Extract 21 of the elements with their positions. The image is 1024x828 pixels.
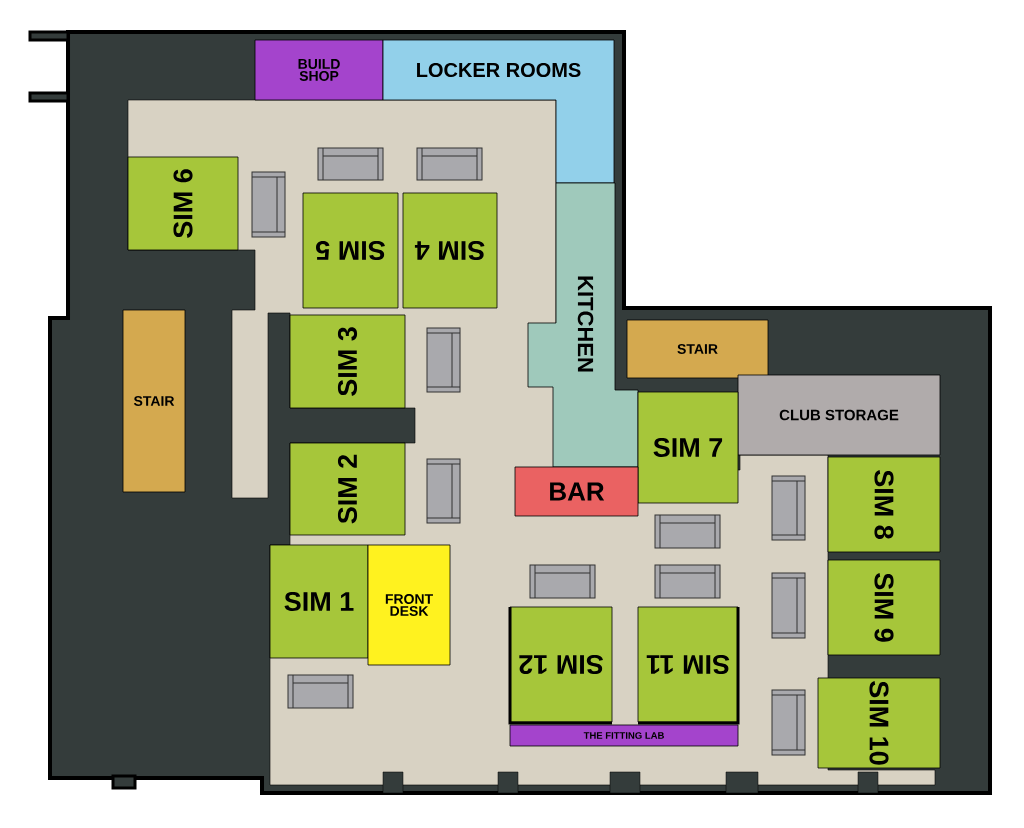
room: CLUB STORAGE: [737, 374, 941, 456]
room: THE FITTING LAB: [509, 724, 739, 747]
staircase: STAIR: [626, 319, 769, 379]
simulator-bay: SIM 3: [289, 314, 406, 409]
staircase: STAIR: [122, 309, 186, 493]
simulator-bay: SIM 8: [827, 456, 941, 553]
simulator-bay: SIM 6: [127, 156, 239, 251]
simulator-bay: SIM 1: [269, 544, 369, 659]
simulator-bay: SIM 5: [302, 192, 399, 309]
simulator-bay: SIM 12: [508, 606, 613, 725]
simulator-bay: SIM 10: [817, 677, 941, 769]
room: KITCHEN: [527, 182, 639, 468]
simulator-bay: SIM 11: [637, 606, 740, 725]
simulator-bay: SIM 9: [827, 559, 941, 656]
front-desk: FRONT DESK: [367, 544, 451, 666]
room: LOCKER ROOMS: [382, 39, 615, 184]
simulator-bay: SIM 4: [402, 192, 498, 309]
bar-counter: BAR: [514, 466, 639, 517]
simulator-bay: SIM 2: [289, 442, 406, 536]
simulator-bay: SIM 7: [637, 391, 739, 504]
room: BUILD SHOP: [254, 39, 384, 101]
